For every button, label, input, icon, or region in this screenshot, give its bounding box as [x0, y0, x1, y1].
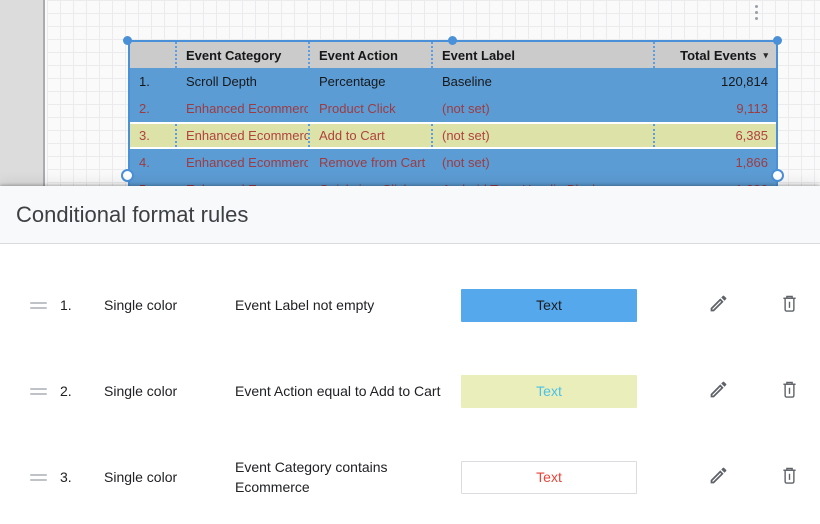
format-rule-row: 1. Single color Event Label not empty Te…	[0, 262, 820, 348]
panel-header: Conditional format rules	[0, 186, 820, 244]
event-label-cell: (not set)	[431, 124, 653, 147]
event-category-cell: Scroll Depth	[186, 74, 257, 89]
rule-condition: Event Action equal to Add to Cart	[235, 382, 441, 399]
trash-icon	[779, 379, 800, 403]
col-header-event-label: Event Label	[431, 42, 653, 68]
selection-handle-top-center[interactable]	[448, 36, 457, 45]
row-index-cell: 4.	[139, 155, 150, 170]
table-header-row: Event Category Event Action Event Label …	[130, 42, 776, 68]
rule-color-preview[interactable]: Text	[461, 374, 637, 408]
events-table[interactable]: Event Category Event Action Event Label …	[128, 40, 778, 186]
rule-color-preview[interactable]: Text	[461, 460, 637, 494]
pencil-icon	[708, 465, 729, 489]
table-more-options-icon[interactable]	[752, 5, 760, 27]
rule-index: 3.	[60, 469, 72, 485]
table-row: 2. Enhanced Ecommerce Product Click (not…	[130, 95, 776, 122]
event-label-cell: (not set)	[442, 101, 490, 116]
col-header-total-events-label: Total Events	[680, 47, 757, 63]
event-label-cell: (not set)	[442, 155, 490, 170]
row-index-cell: 1.	[139, 74, 150, 89]
rule-color-preview[interactable]: Text	[461, 288, 637, 322]
event-category-cell: Enhanced Ecommerce	[186, 155, 308, 170]
trash-icon	[779, 293, 800, 317]
event-action-cell: Remove from Cart	[319, 155, 426, 170]
format-rule-row: 2. Single color Event Action equal to Ad…	[0, 348, 820, 434]
pencil-icon	[708, 379, 729, 403]
row-index-cell: 3.	[139, 128, 150, 143]
event-action-cell: Quickview Click	[308, 176, 431, 186]
event-action-cell: Add to Cart	[308, 124, 431, 147]
total-events-cell: 1,330	[653, 176, 776, 186]
selection-handle-mid-right[interactable]	[771, 169, 784, 182]
rule-type: Single color	[104, 469, 178, 485]
col-header-total-events: Total Events ▾	[653, 42, 776, 68]
event-label-cell: Baseline	[442, 74, 492, 89]
edit-rule-button[interactable]	[705, 378, 731, 404]
col-header-event-category: Event Category	[175, 42, 308, 68]
table-row: 3. Enhanced Ecommerce Add to Cart (not s…	[130, 122, 776, 149]
format-rule-row: 3. Single color Event Category contains …	[0, 434, 820, 520]
drag-handle-icon[interactable]	[30, 473, 47, 481]
sort-desc-icon: ▾	[763, 49, 768, 60]
table-row: 1. Scroll Depth Percentage Baseline 120,…	[130, 68, 776, 95]
event-action-cell: Percentage	[319, 74, 386, 89]
selection-handle-top-right[interactable]	[773, 36, 782, 45]
edit-rule-button[interactable]	[705, 464, 731, 490]
row-index-cell: 5.	[130, 176, 175, 186]
event-category-cell: Enhanced Ecommerce	[186, 101, 308, 116]
table-body: 1. Scroll Depth Percentage Baseline 120,…	[130, 68, 776, 186]
edit-rule-button[interactable]	[705, 292, 731, 318]
event-label-cell: Android Tape Hoodie Black	[431, 176, 653, 186]
total-events-cell: 9,113	[736, 101, 768, 116]
event-category-cell: Enhanced Ecommerce	[175, 124, 308, 147]
trash-icon	[779, 465, 800, 489]
format-rules-list: 1. Single color Event Label not empty Te…	[0, 244, 820, 520]
col-header-event-action: Event Action	[308, 42, 431, 68]
report-canvas: Event Category Event Action Event Label …	[0, 0, 820, 186]
delete-rule-button[interactable]	[776, 292, 802, 318]
event-category-cell: Enhanced Ecommerce	[175, 176, 308, 186]
drag-handle-icon[interactable]	[30, 387, 47, 395]
canvas-left-margin	[0, 0, 45, 186]
total-events-cell: 6,385	[653, 124, 776, 147]
pencil-icon	[708, 293, 729, 317]
row-index-cell: 2.	[139, 101, 150, 116]
panel-title: Conditional format rules	[16, 201, 249, 227]
delete-rule-button[interactable]	[776, 378, 802, 404]
selection-handle-mid-left[interactable]	[121, 169, 134, 182]
drag-handle-icon[interactable]	[30, 301, 47, 309]
delete-rule-button[interactable]	[776, 464, 802, 490]
total-events-cell: 1,866	[735, 155, 768, 170]
col-header-index	[130, 42, 175, 68]
rule-index: 1.	[60, 297, 72, 313]
rule-type: Single color	[104, 297, 178, 313]
event-action-cell: Product Click	[319, 101, 396, 116]
selection-handle-top-left[interactable]	[123, 36, 132, 45]
table-row: 5. Enhanced Ecommerce Quickview Click An…	[130, 176, 776, 186]
rule-condition: Event Label not empty	[235, 296, 375, 313]
conditional-format-panel: Conditional format rules 1. Single color…	[0, 186, 820, 524]
rule-type: Single color	[104, 383, 178, 399]
total-events-cell: 120,814	[721, 74, 768, 89]
rule-index: 2.	[60, 383, 72, 399]
table-row: 4. Enhanced Ecommerce Remove from Cart (…	[130, 149, 776, 176]
rule-condition: Event Category contains Ecommerce	[235, 458, 388, 495]
